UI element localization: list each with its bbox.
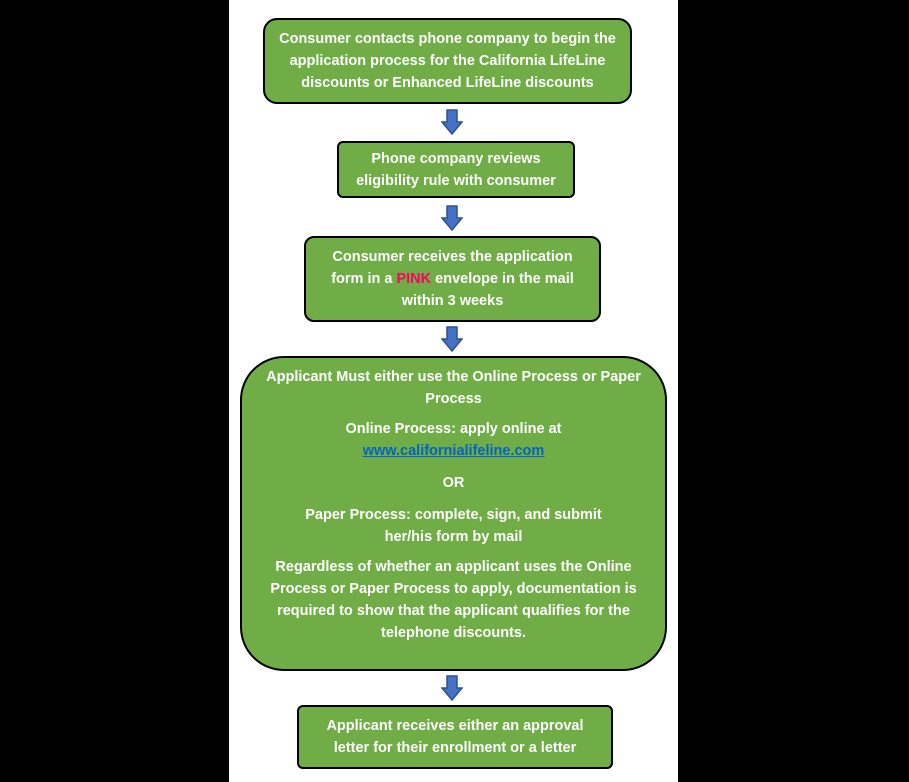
pink-highlight: PINK bbox=[396, 271, 432, 287]
step-contact-phone-company: Consumer contacts phone company to begin… bbox=[263, 18, 632, 104]
step-review-eligibility: Phone company reviews eligibility rule w… bbox=[337, 141, 575, 198]
documentation-text: Regardless of whether an applicant uses … bbox=[270, 559, 637, 641]
online-process-link[interactable]: www.californialifeline.com bbox=[362, 443, 545, 459]
process-heading: Applicant Must either use the Online Pro… bbox=[266, 369, 641, 407]
step-review-text: Phone company reviews eligibility rule w… bbox=[356, 150, 556, 189]
down-arrow-icon bbox=[441, 675, 463, 701]
or-label: OR bbox=[442, 475, 465, 491]
down-arrow-icon bbox=[441, 205, 463, 231]
down-arrow-icon bbox=[441, 326, 463, 352]
paper-process-text: Paper Process: complete, sign, and submi… bbox=[305, 507, 602, 545]
step-receive-application: Consumer receives the application form i… bbox=[304, 236, 601, 322]
online-process-label: Online Process: apply online at bbox=[345, 421, 562, 437]
step-receive-letter-text: Applicant receives either an approval le… bbox=[326, 718, 584, 756]
step-receive-text: Consumer receives the application form i… bbox=[331, 249, 574, 309]
step-choose-process: Applicant Must either use the Online Pro… bbox=[240, 356, 667, 671]
step-receive-letter: Applicant receives either an approval le… bbox=[297, 705, 613, 769]
down-arrow-icon bbox=[441, 109, 463, 135]
step-contact-text: Consumer contacts phone company to begin… bbox=[279, 31, 616, 91]
